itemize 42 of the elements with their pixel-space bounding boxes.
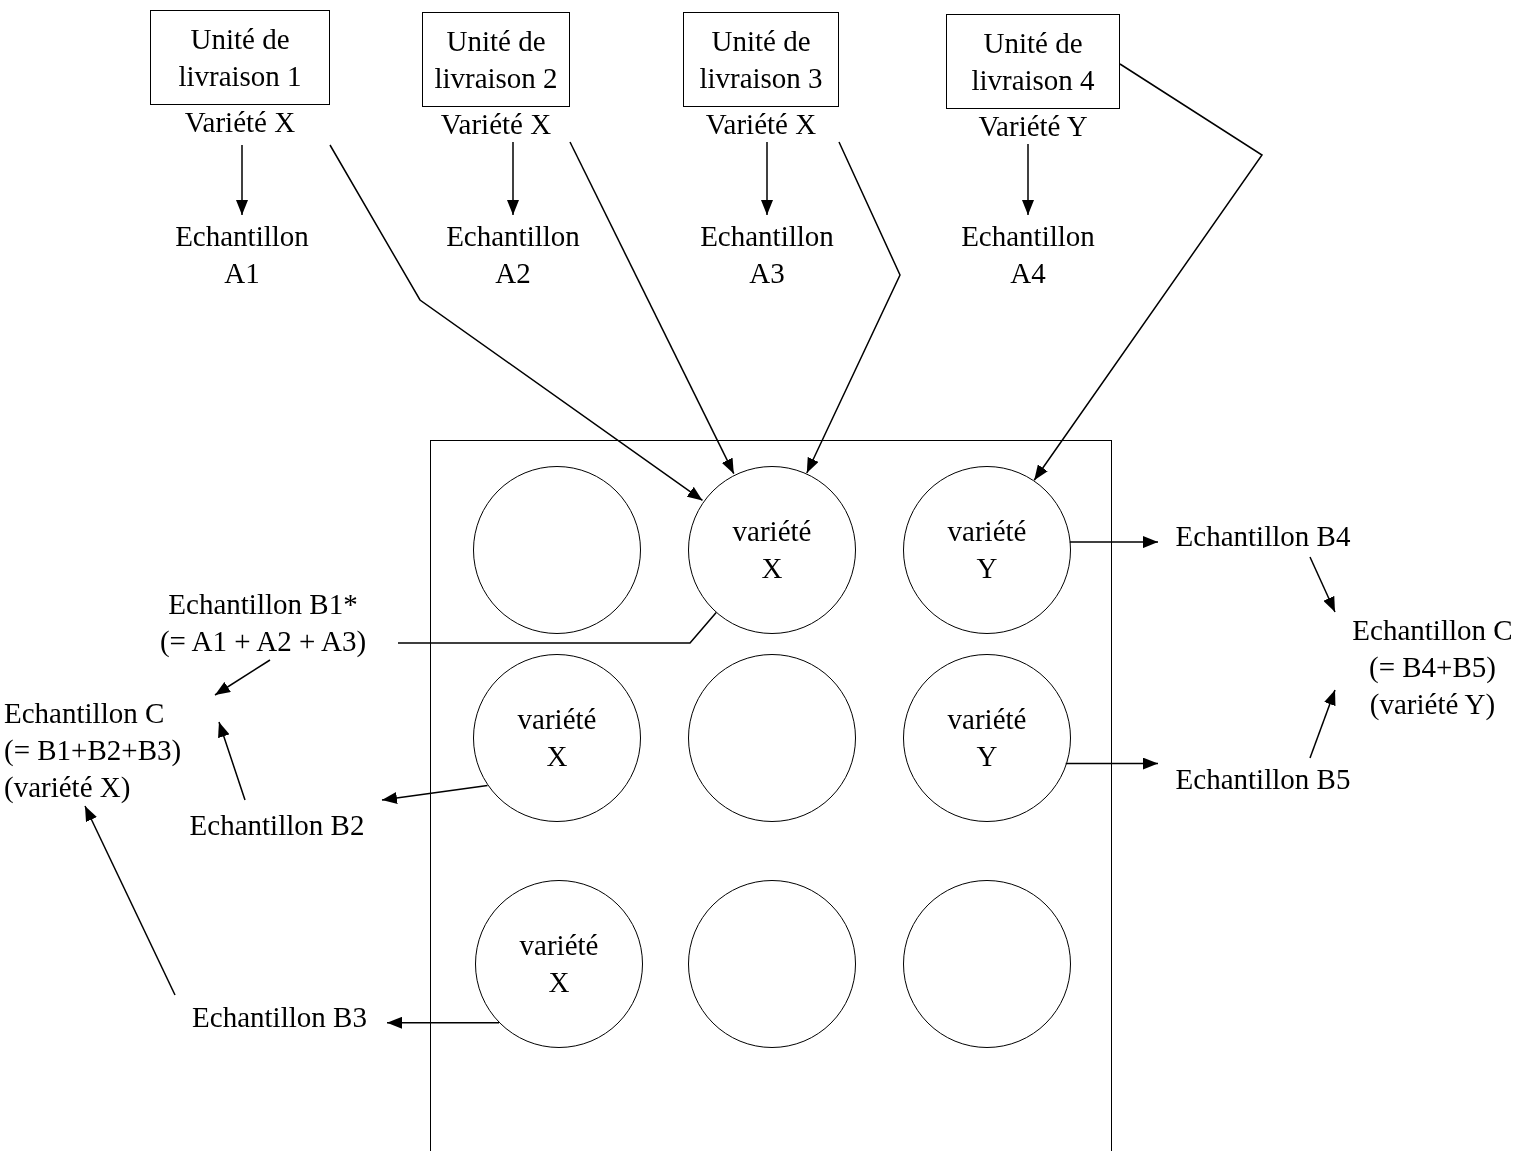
arrow — [507, 141, 519, 216]
arrow — [1068, 536, 1159, 549]
sample-label: Echantillon B1* — [168, 587, 358, 622]
sample-label: Echantillon A3 — [692, 215, 842, 295]
sample-label: (= B1+B2+B3) — [4, 733, 182, 768]
variety-label: Variété X — [184, 105, 296, 139]
arrow — [84, 805, 176, 996]
arrow — [569, 141, 735, 475]
sample-label: (= B4+B5) — [1369, 650, 1496, 685]
variety-label: Variété X — [705, 107, 817, 141]
delivery-unit-box: Unité de livraison 2 — [422, 12, 570, 107]
delivery-unit-box: Unité de livraison 4 — [946, 14, 1120, 109]
arrow — [1033, 63, 1264, 481]
variety-label: Variété X — [440, 107, 552, 141]
arrow — [236, 144, 248, 216]
sample-label: (= A1 + A2 + A3) — [159, 624, 367, 659]
sample-label: Echantillon C — [4, 696, 165, 731]
delivery-unit-box: Unité de livraison 1 — [150, 10, 330, 105]
variety-label: Variété Y — [978, 109, 1088, 143]
arrow — [1064, 757, 1159, 770]
sample-label: Echantillon B5 — [1158, 758, 1368, 800]
arrow — [1022, 143, 1034, 216]
arrow — [214, 659, 271, 696]
sample-label: Echantillon A2 — [438, 215, 588, 295]
arrow — [761, 141, 773, 216]
arrow — [218, 721, 246, 801]
sample-label: Echantillon B4 — [1158, 515, 1368, 557]
arrow — [386, 1016, 500, 1029]
connector-line — [397, 611, 717, 644]
sample-label: Echantillon A1 — [167, 215, 317, 295]
delivery-unit-box: Unité de livraison 3 — [683, 12, 839, 107]
sample-label: Echantillon B2 — [172, 800, 382, 850]
arrow — [381, 784, 489, 804]
sample-label: Echantillon B3 — [172, 995, 387, 1040]
sample-label: Echantillon C — [1352, 613, 1513, 648]
arrow — [1309, 556, 1336, 613]
sample-label: Echantillon A4 — [953, 215, 1103, 295]
arrow — [329, 144, 704, 502]
arrow — [1309, 689, 1336, 759]
sample-label: (variété Y) — [1369, 687, 1496, 722]
sample-label: (variété X) — [4, 770, 131, 805]
arrow — [806, 141, 901, 474]
